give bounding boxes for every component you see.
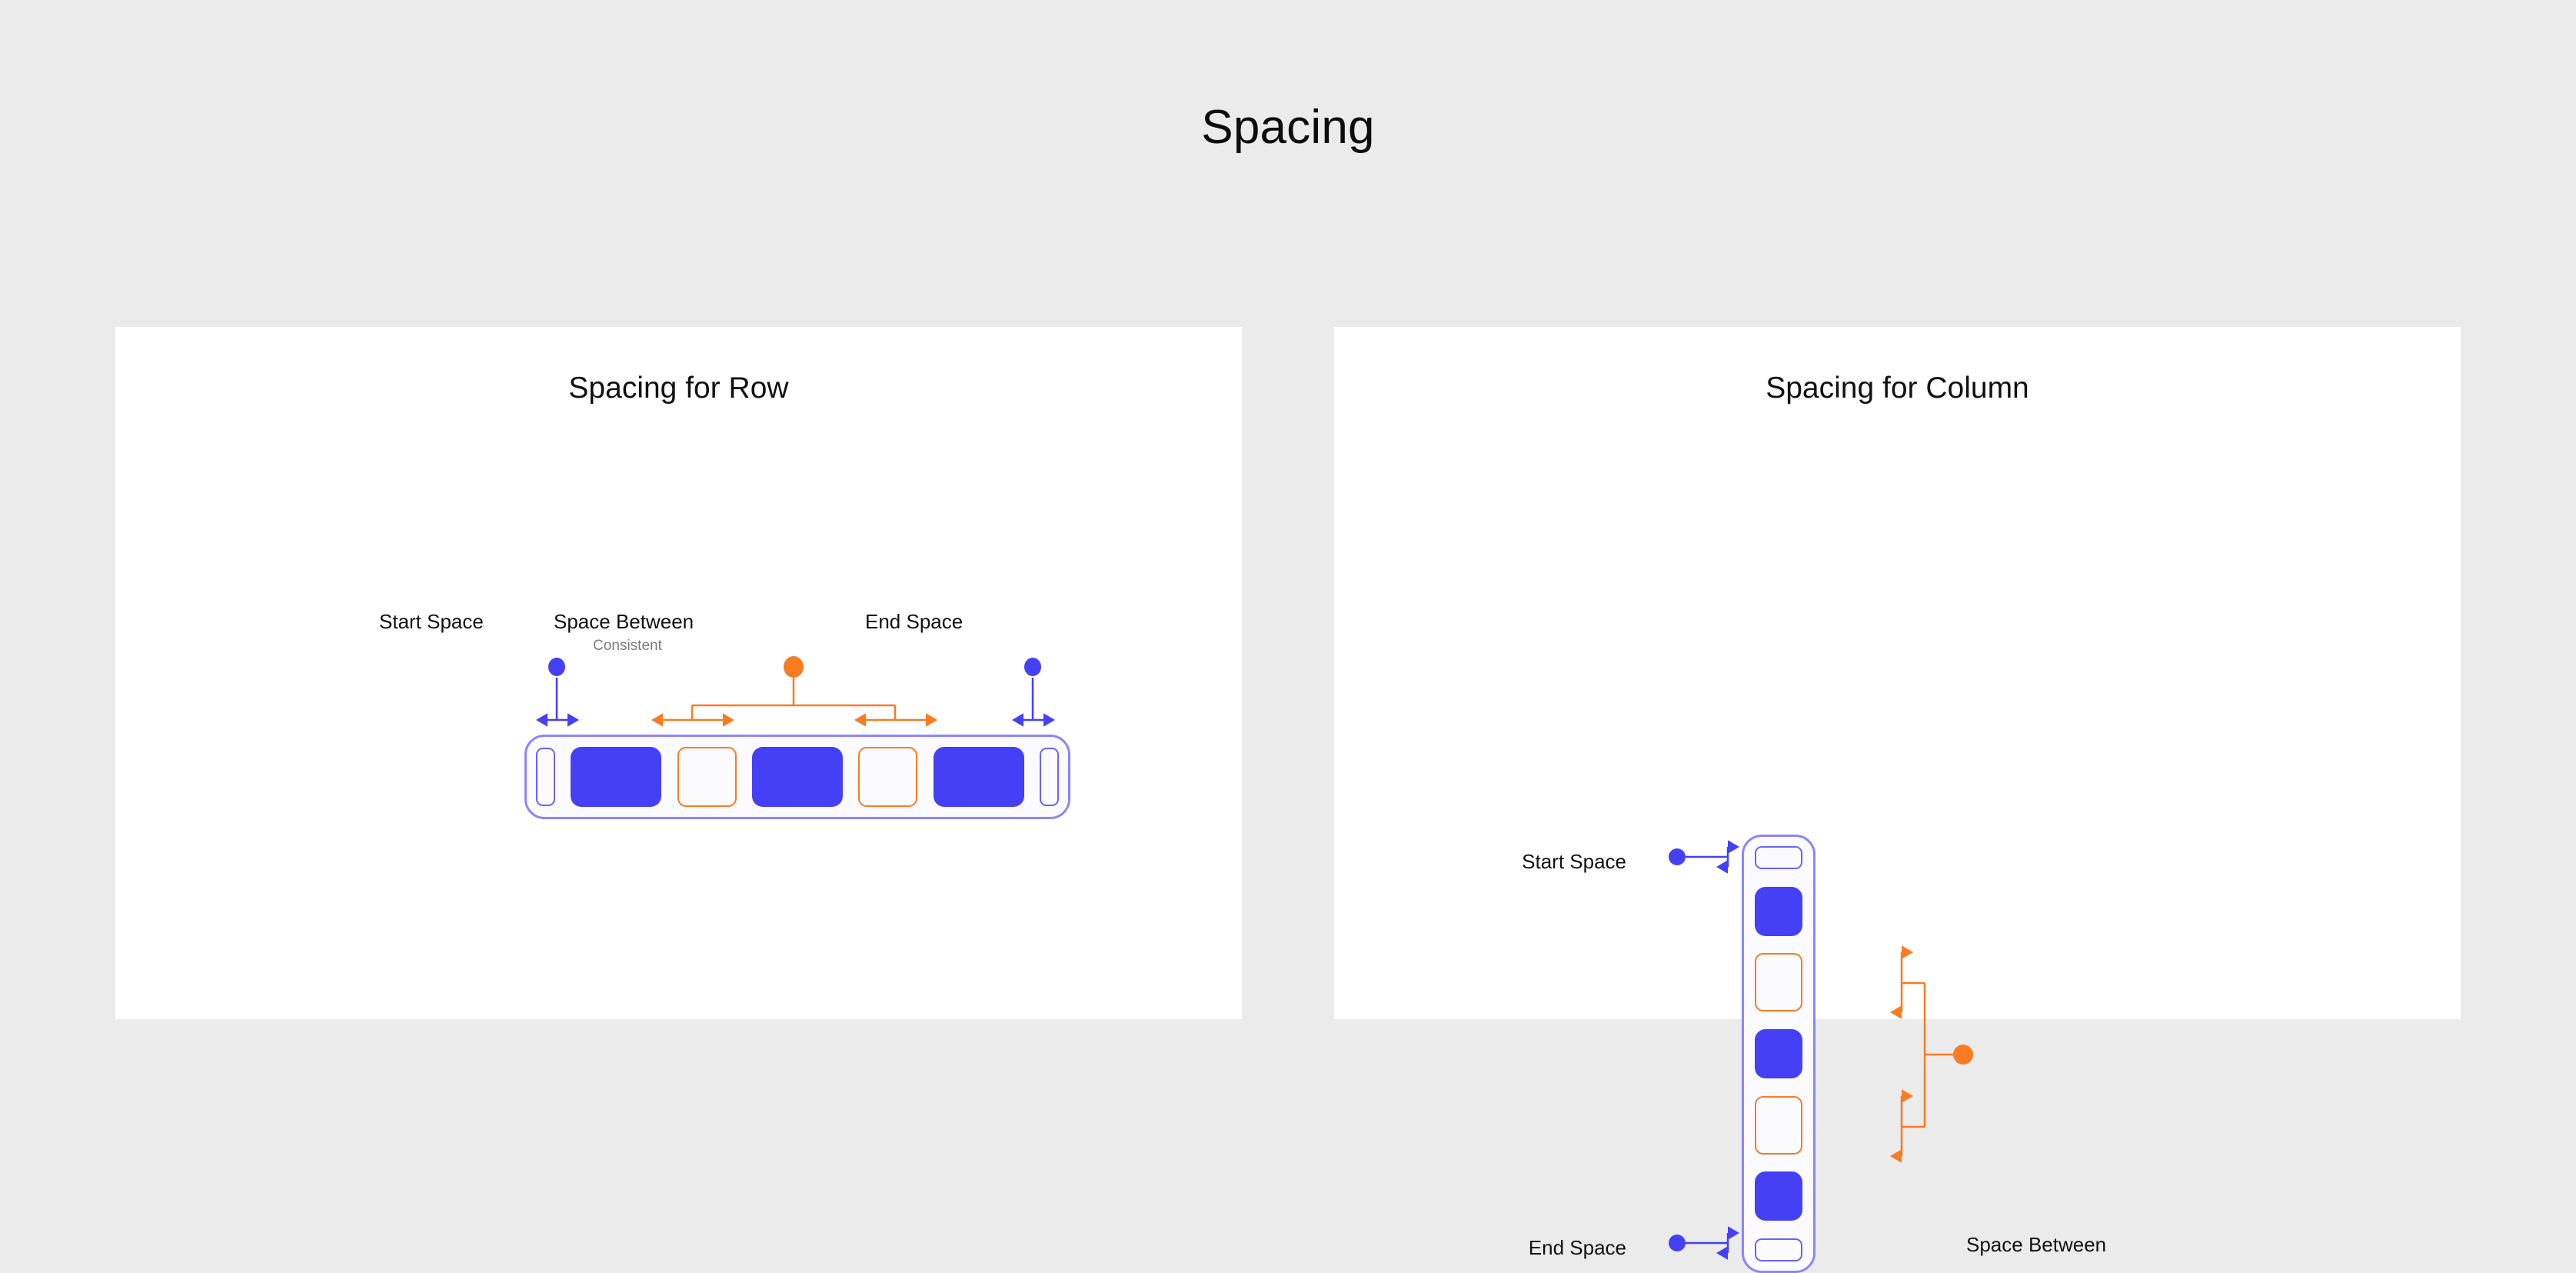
row-end-space-dot-icon: [1024, 658, 1041, 676]
column-space-between-dot-icon: [1953, 1045, 1973, 1065]
column-start-space-dot-icon: [1669, 848, 1686, 865]
column-slot-item-1[interactable]: [1755, 886, 1802, 936]
row-slot-end-space: [1039, 748, 1059, 806]
card-spacing-for-column: Spacing for Column Start Space End Space…: [1334, 327, 2461, 1273]
card-title-row: Spacing for Row: [568, 372, 789, 405]
row-space-between-dot-icon: [784, 656, 804, 678]
row-label-end-space: End Space: [865, 610, 964, 633]
column-label-space-between: Space Between: [1966, 1233, 2107, 1256]
row-leader-lines: [536, 678, 1055, 727]
row-slot-space-between-1: [677, 747, 737, 807]
row-container: [524, 735, 1070, 819]
card-title-column: Spacing for Column: [1766, 372, 2029, 405]
row-slot-item-2[interactable]: [751, 747, 843, 807]
column-slot-item-3[interactable]: [1755, 1171, 1802, 1221]
column-slot-space-between-2: [1755, 1095, 1802, 1155]
row-label-space-between-sub: Consistent: [593, 638, 662, 654]
row-label-space-between: Space Between: [554, 610, 694, 633]
row-start-space-dot-icon: [548, 658, 565, 676]
column-leader-lines: [1686, 840, 1953, 1260]
column-container: [1742, 835, 1816, 1273]
row-slot-item-3[interactable]: [933, 747, 1024, 807]
row-slot-item-1[interactable]: [571, 747, 662, 807]
page-title: Spacing: [1201, 101, 1375, 154]
column-slot-space-between-1: [1755, 953, 1802, 1012]
column-slot-end-space: [1755, 1238, 1802, 1262]
column-slot-start-space: [1755, 846, 1802, 869]
column-slot-item-2[interactable]: [1755, 1029, 1802, 1079]
column-label-end-space: End Space: [1528, 1236, 1626, 1259]
column-end-space-dot-icon: [1669, 1235, 1686, 1251]
row-diagram: Start Space Space Between Consistent End…: [115, 327, 1242, 1019]
column-diagram: Start Space End Space Space Between: [1334, 327, 2461, 1273]
row-slot-space-between-2: [858, 747, 918, 807]
row-label-start-space: Start Space: [379, 610, 484, 633]
row-slot-start-space: [536, 748, 555, 806]
card-spacing-for-row: Spacing for Row Start Space Space Betwee…: [115, 327, 1242, 1019]
column-label-start-space: Start Space: [1522, 850, 1626, 873]
